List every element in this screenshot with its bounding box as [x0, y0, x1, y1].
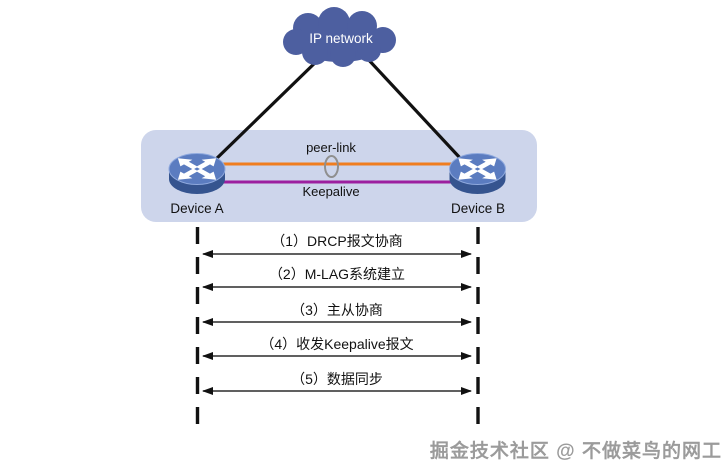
- link-aggregation-icon: [324, 155, 339, 178]
- peer-link-label: peer-link: [306, 140, 356, 155]
- keepalive-label: Keepalive: [302, 184, 360, 199]
- uplink-line-device-a: [211, 56, 322, 164]
- watermark-text: 掘金技术社区 @ 不做菜鸟的网工: [429, 441, 722, 462]
- step-label-4: （4）收发Keepalive报文: [260, 336, 414, 352]
- switch-arrows-glyph: [458, 158, 497, 180]
- ip-network-label: IP network: [309, 31, 373, 46]
- ip-network-cloud-icon: [283, 7, 396, 67]
- device-b-switch-icon: [449, 153, 506, 194]
- step-arrows: [202, 250, 472, 395]
- switch-arrows-glyph: [177, 158, 217, 180]
- device-b-label: Device B: [450, 201, 506, 216]
- uplink-lines: [211, 55, 463, 164]
- step-label-3: （3）主从协商: [291, 302, 383, 318]
- device-a-label: Device A: [170, 201, 224, 216]
- lifelines: [195, 227, 480, 424]
- device-a-switch-icon: [168, 153, 226, 194]
- step-label-5: （5）数据同步: [291, 371, 383, 387]
- uplink-line-device-b: [364, 55, 463, 161]
- step-label-1: （1）DRCP报文协商: [271, 233, 403, 249]
- mlag-system-container: [141, 130, 537, 222]
- step-label-2: （2）M-LAG系统建立: [268, 266, 406, 282]
